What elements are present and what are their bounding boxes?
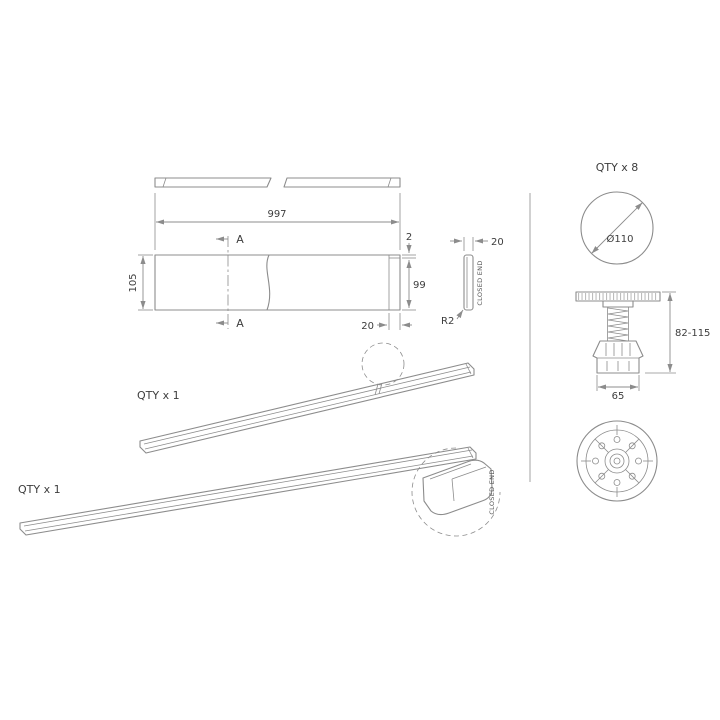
dim-2: 2 (406, 232, 412, 243)
rail-1-3d-view: QTY x 1 (137, 342, 475, 454)
dim-diameter-110: Ø110 (607, 233, 634, 245)
dim-r2: R2 (441, 316, 454, 327)
leg-top-view: QTY x 8 Ø110 (580, 161, 654, 265)
section-label-a-bottom: A (236, 317, 244, 330)
leg-qty-label: QTY x 8 (596, 161, 639, 174)
section-line-a-a: A A (216, 233, 244, 330)
dimension-length-997: 997 (154, 193, 401, 250)
dim-base-width-65: 65 (612, 391, 625, 402)
section-label-a-top: A (236, 233, 244, 246)
closed-end-label-profile: CLOSED END (476, 260, 484, 305)
dim-20-cap: 20 (491, 237, 504, 248)
rail-2-3d-view: QTY x 1 (18, 446, 477, 536)
closed-end-label-detail: CLOSED END (488, 469, 496, 514)
rail-2-qty-label: QTY x 1 (18, 483, 61, 496)
end-cap-profile-view: 20 CLOSED END R2 (441, 237, 504, 327)
closed-end-3d-detail: CLOSED END (411, 447, 501, 537)
plan-view-strip (154, 177, 401, 188)
dim-997: 997 (267, 209, 286, 220)
leg-side-view: 82-115 65 (575, 291, 710, 402)
dim-height-range: 82-115 (675, 328, 710, 339)
front-view-panel (154, 254, 401, 311)
dimension-right-2-99: 2 99 (402, 232, 426, 311)
dim-99: 99 (413, 280, 426, 291)
leg-bottom-view (576, 420, 658, 502)
rail-1-qty-label: QTY x 1 (137, 389, 180, 402)
dimension-height-105: 105 (128, 254, 153, 311)
dim-20-inset: 20 (361, 321, 374, 332)
dimension-end-inset-20: 20 (361, 313, 412, 332)
dim-105: 105 (128, 273, 139, 292)
